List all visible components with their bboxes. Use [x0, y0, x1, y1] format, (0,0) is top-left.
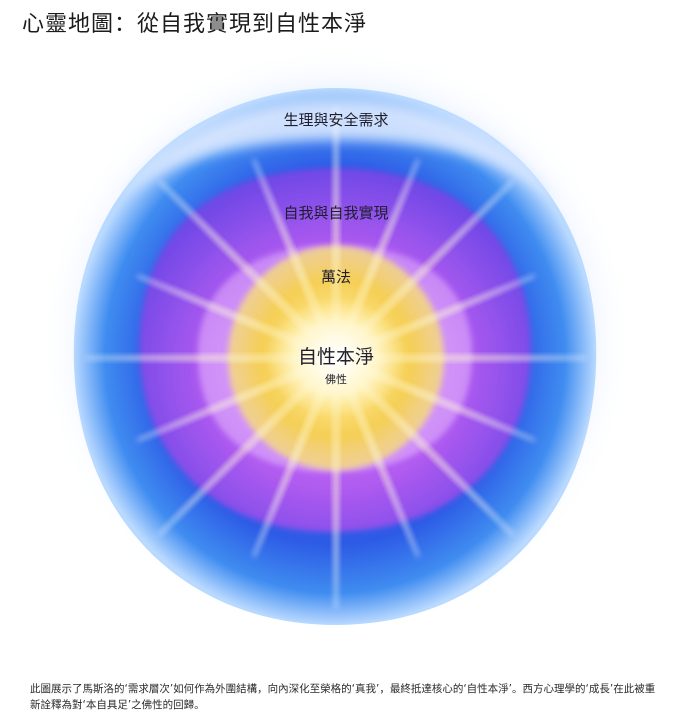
page-title: 心靈地圖：從自我實現到自性本淨 — [22, 12, 368, 37]
mind-map-diagram: 生理與安全需求 自我與自我實現 萬法 自性本淨 佛性 — [44, 50, 628, 630]
caption: 此圖展示了馬斯洛的‘需求層次’如何作為外圍結構，向內深化至榮格的‘真我’，最終抵… — [30, 683, 656, 711]
outer-layer-label: 生理與安全需求 — [283, 111, 388, 129]
inner-layer-label: 萬法 — [321, 268, 351, 286]
light-ray — [331, 108, 341, 358]
center-light — [266, 298, 406, 418]
outer-top-band — [120, 100, 560, 205]
core-label: 自性本淨 — [298, 346, 374, 368]
core-sublabel: 佛性 — [325, 372, 347, 386]
middle-layer-label: 自我與自我實現 — [283, 204, 388, 222]
light-ray — [331, 358, 341, 608]
